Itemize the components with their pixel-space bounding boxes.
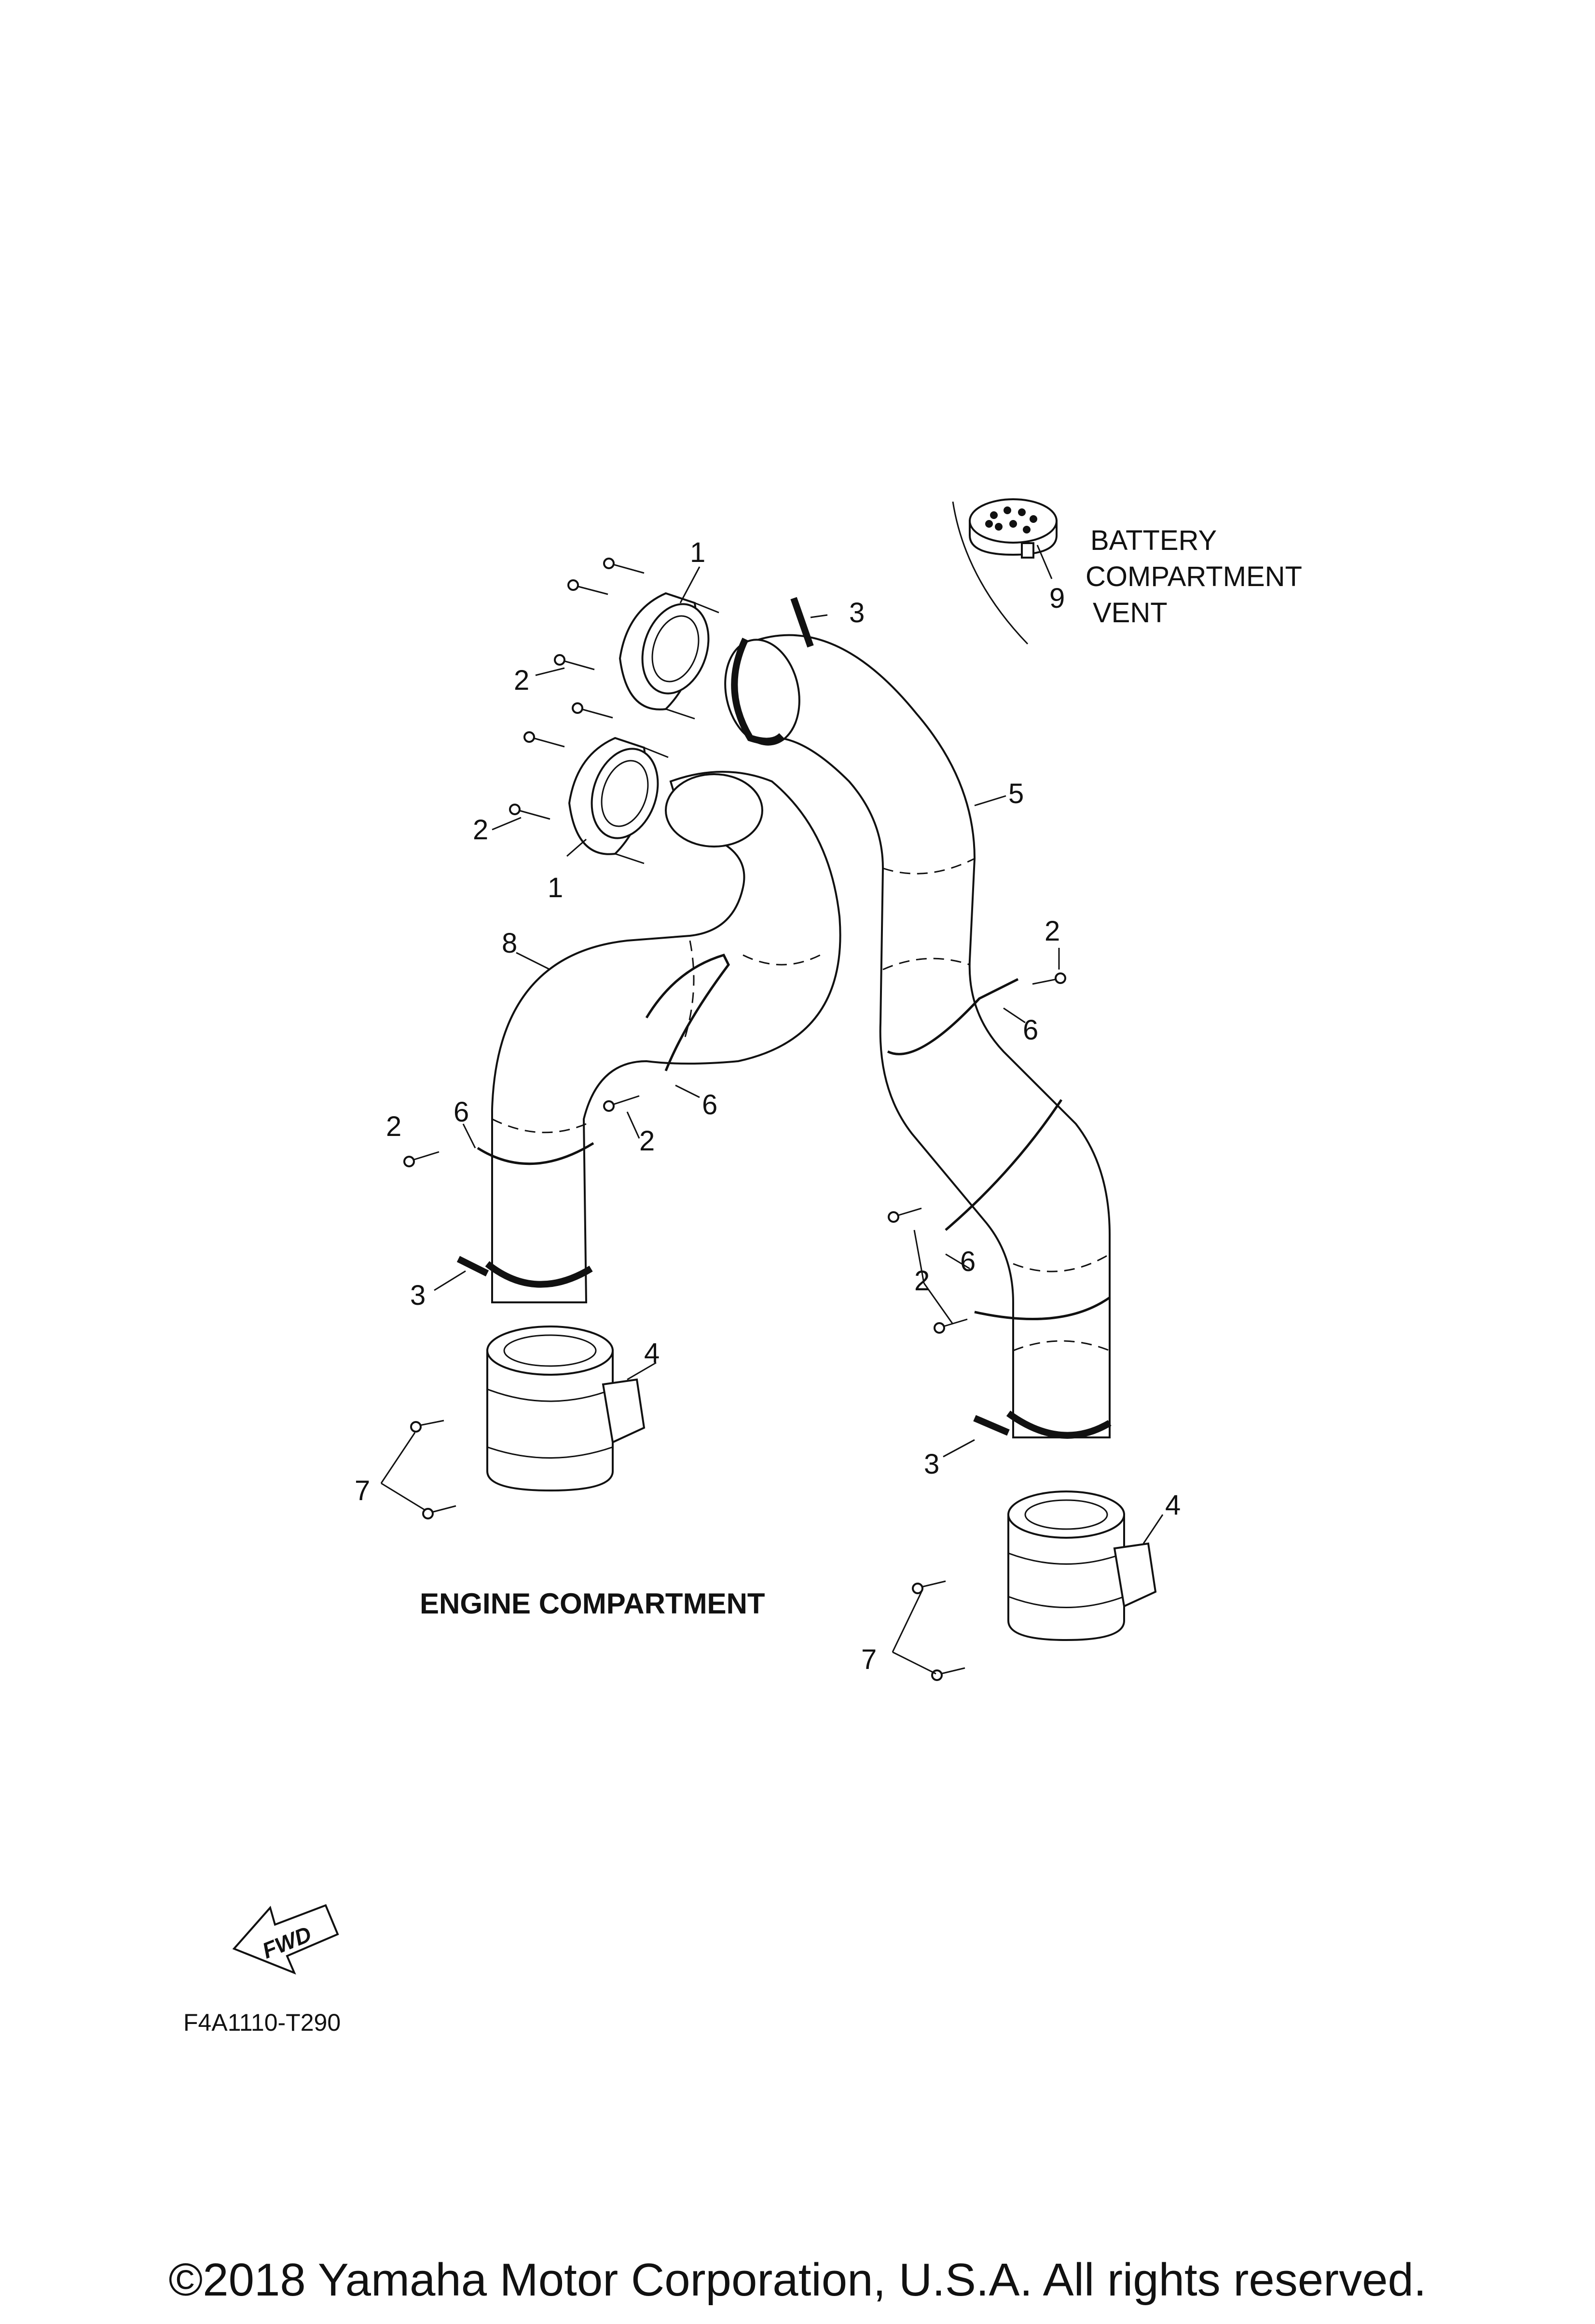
callout-4: 4 [644,1338,660,1369]
callout-6: 6 [1023,1014,1038,1046]
callout-5: 5 [1008,778,1024,809]
callout-8: 8 [502,928,517,959]
adapter-left[interactable] [486,1326,646,1492]
callout-numbers: 1 1 2 2 2 2 2 2 3 3 3 4 4 5 6 6 6 6 7 7 … [355,537,1181,1675]
vent-cover-lower[interactable] [568,737,669,864]
callout-1: 1 [690,537,705,568]
callout-2: 2 [1045,916,1060,947]
fwd-arrow-icon: FWD [232,1904,339,1975]
battery-vent-label-line2: COMPARTMENT [1086,561,1302,592]
engine-compartment-label: ENGINE COMPARTMENT [420,1587,765,1620]
callout-3: 3 [849,597,865,629]
battery-vent[interactable] [952,498,1058,645]
battery-vent-label-line1: BATTERY [1090,525,1217,556]
duct-right[interactable] [716,597,1112,1439]
callout-6: 6 [454,1096,469,1128]
callout-2: 2 [386,1111,401,1142]
duct-left[interactable] [456,771,841,1303]
callout-2: 2 [914,1265,930,1297]
callout-9: 9 [1049,583,1065,614]
callout-2: 2 [473,814,488,846]
callout-7: 7 [355,1475,370,1506]
callout-4: 4 [1165,1490,1181,1521]
adapter-right[interactable] [1007,1490,1157,1641]
copyright-notice: ©2018 Yamaha Motor Corporation, U.S.A. A… [168,2254,1427,2306]
callout-1: 1 [548,872,563,903]
battery-vent-label-line3: VENT [1093,597,1168,629]
callout-6: 6 [702,1089,717,1121]
callout-2: 2 [639,1125,655,1157]
vent-cover-upper[interactable] [619,592,719,720]
screws-group[interactable] [403,558,1066,1681]
callout-3: 3 [924,1449,939,1480]
leader-lines [380,545,1164,1675]
diagram-code: F4A1110-T290 [183,2009,341,2036]
callout-6: 6 [960,1246,976,1277]
callout-7: 7 [861,1644,877,1675]
callout-2: 2 [514,665,529,696]
callout-3: 3 [410,1280,426,1311]
